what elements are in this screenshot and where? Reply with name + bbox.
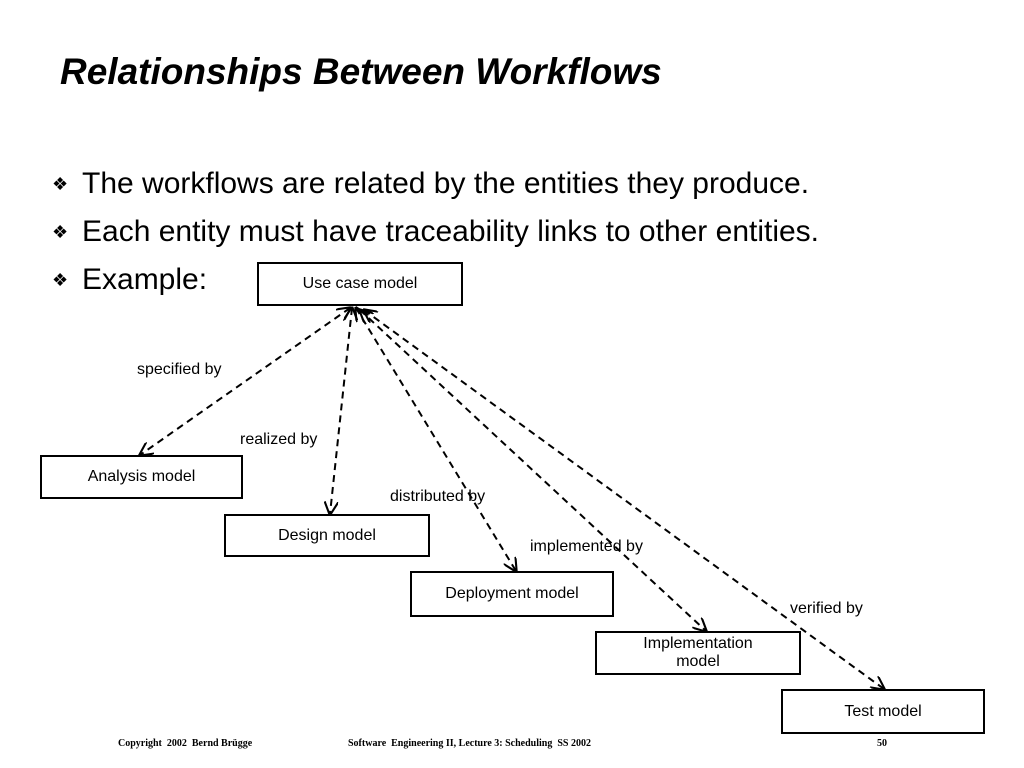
box-label: Test model [844,702,922,720]
implementation-model-box: Implementation model [595,631,801,675]
link-realized-by [330,308,352,514]
analysis-model-box: Analysis model [40,455,243,499]
box-label: Design model [278,526,376,544]
relation-label-implemented-by: implemented by [530,538,643,555]
bullet-text: The workflows are related by the entitie… [82,167,810,200]
footer-copyright: Copyright 2002 Bernd Brügge [118,738,253,749]
link-specified-by [140,308,350,455]
bullet-item: ❖ The workflows are related by the entit… [52,160,819,208]
footer-page-number: 50 [877,738,887,749]
relation-label-distributed-by: distributed by [390,488,486,505]
relation-label-specified-by: specified by [137,361,222,378]
use-case-model-box: Use case model [257,262,463,306]
box-label: Implementation model [643,635,753,670]
deployment-model-box: Deployment model [410,571,614,617]
diamond-bullet-icon: ❖ [52,174,69,194]
bullet-item: ❖ Each entity must have traceability lin… [52,208,819,256]
slide-title: Relationships Between Workflows [60,51,662,92]
bullet-item: ❖ Example: [52,256,819,304]
relation-label-verified-by: verified by [790,600,863,617]
test-model-box: Test model [781,689,985,734]
bullet-text: Example: [82,263,208,296]
bullet-list: ❖ The workflows are related by the entit… [52,160,819,304]
relation-label-realized-by: realized by [240,431,318,448]
diamond-bullet-icon: ❖ [52,270,69,290]
diamond-bullet-icon: ❖ [52,222,69,242]
box-label: Deployment model [445,585,579,602]
footer-course: Software Engineering II, Lecture 3: Sche… [348,738,591,749]
bullet-text: Each entity must have traceability links… [82,215,820,248]
design-model-box: Design model [224,514,430,557]
box-label: Analysis model [87,468,196,485]
box-label: Use case model [302,275,418,292]
